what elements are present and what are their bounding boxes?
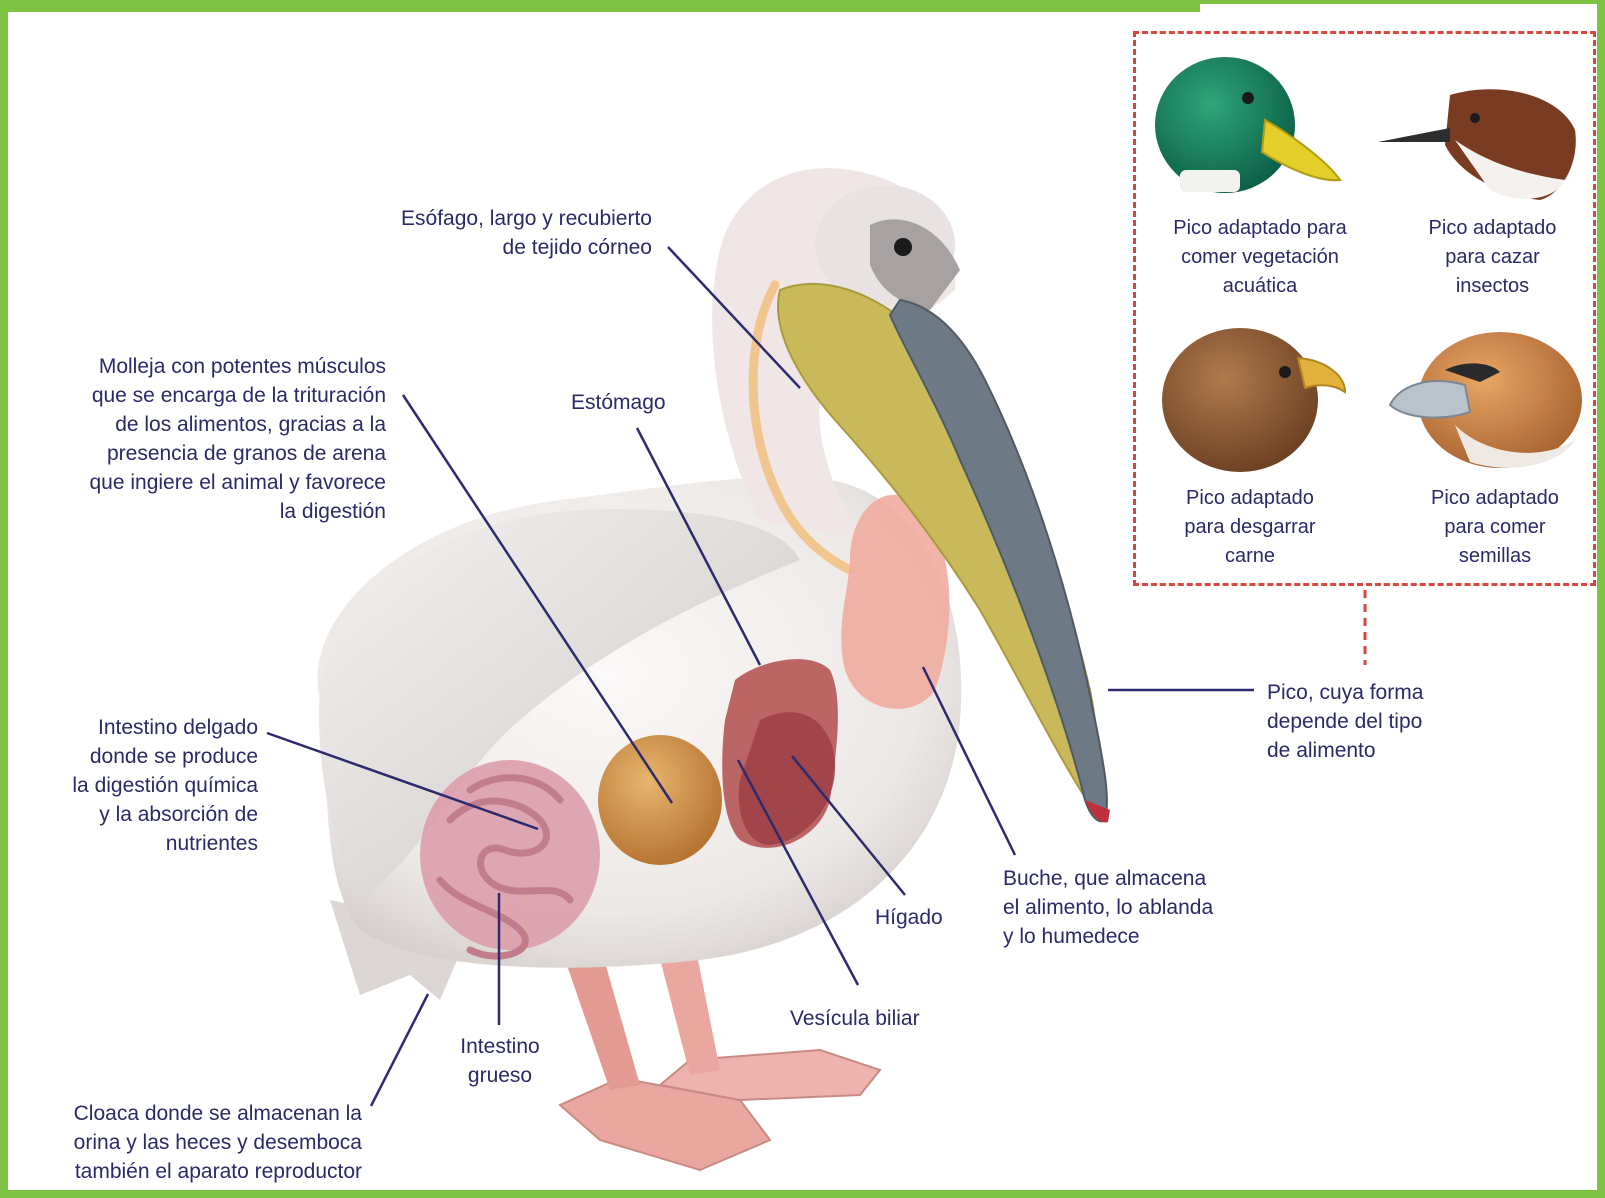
pelican-eye — [894, 238, 912, 256]
label-buche: Buche, que almacena el alimento, lo abla… — [1003, 864, 1263, 951]
caption-carne: Pico adaptado para desgarrar carne — [1150, 484, 1350, 571]
label-intestino-delgado: Intestino delgado donde se produce la di… — [30, 713, 258, 858]
gizzard-organ — [598, 735, 722, 865]
caption-insectos: Pico adaptado para cazar insectos — [1400, 214, 1585, 301]
label-intestino-grueso: Intestino grueso — [440, 1032, 560, 1090]
label-cloaca: Cloaca donde se almacenan la orina y las… — [8, 1099, 362, 1186]
caption-semillas: Pico adaptado para comer semillas — [1405, 484, 1585, 571]
label-higado: Hígado — [875, 903, 995, 932]
caption-vegetacion: Pico adaptado para comer vegetación acuá… — [1150, 214, 1370, 301]
label-estomago: Estómago — [571, 388, 701, 417]
label-molleja: Molleja con potentes músculos que se enc… — [20, 352, 386, 526]
label-esofago: Esófago, largo y recubierto de tejido có… — [330, 204, 652, 262]
label-pico: Pico, cuya forma depende del tipo de ali… — [1267, 678, 1487, 765]
pelican-illustration — [317, 168, 1110, 1170]
label-vesicula: Vesícula biliar — [790, 1004, 960, 1033]
leader-cloaca — [371, 994, 428, 1106]
